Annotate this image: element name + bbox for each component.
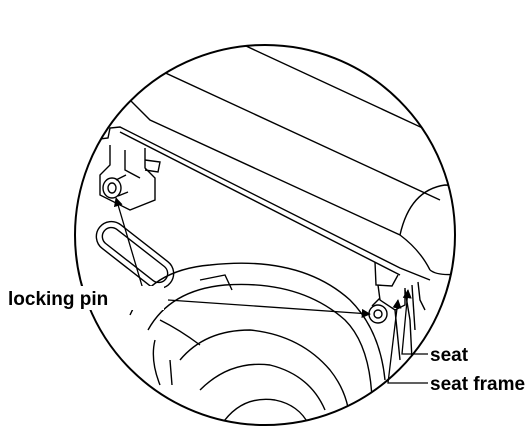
label-halo bbox=[428, 372, 524, 394]
label-halo bbox=[428, 343, 482, 365]
left-locking-pin bbox=[102, 174, 129, 199]
magnifier-circle bbox=[74, 44, 456, 426]
seat-edge bbox=[87, 114, 431, 287]
leader-locking-pin-right bbox=[167, 299, 371, 318]
seat-cushion bbox=[79, 45, 455, 276]
leader-locking-pin-left bbox=[113, 197, 146, 297]
detail-view bbox=[75, 45, 455, 425]
frame-body bbox=[75, 179, 386, 425]
frame-slot bbox=[95, 220, 175, 290]
label-seat: seat bbox=[430, 345, 469, 366]
left-bracket bbox=[99, 145, 161, 211]
label-halo bbox=[6, 286, 164, 310]
label-locking-pin: locking pin bbox=[8, 289, 108, 310]
leader-seat bbox=[401, 289, 428, 355]
leader-lines bbox=[113, 197, 428, 384]
label-seat-frame: seat frame bbox=[430, 374, 525, 395]
right-locking-pin bbox=[368, 297, 388, 324]
leader-seat-frame bbox=[387, 299, 428, 384]
